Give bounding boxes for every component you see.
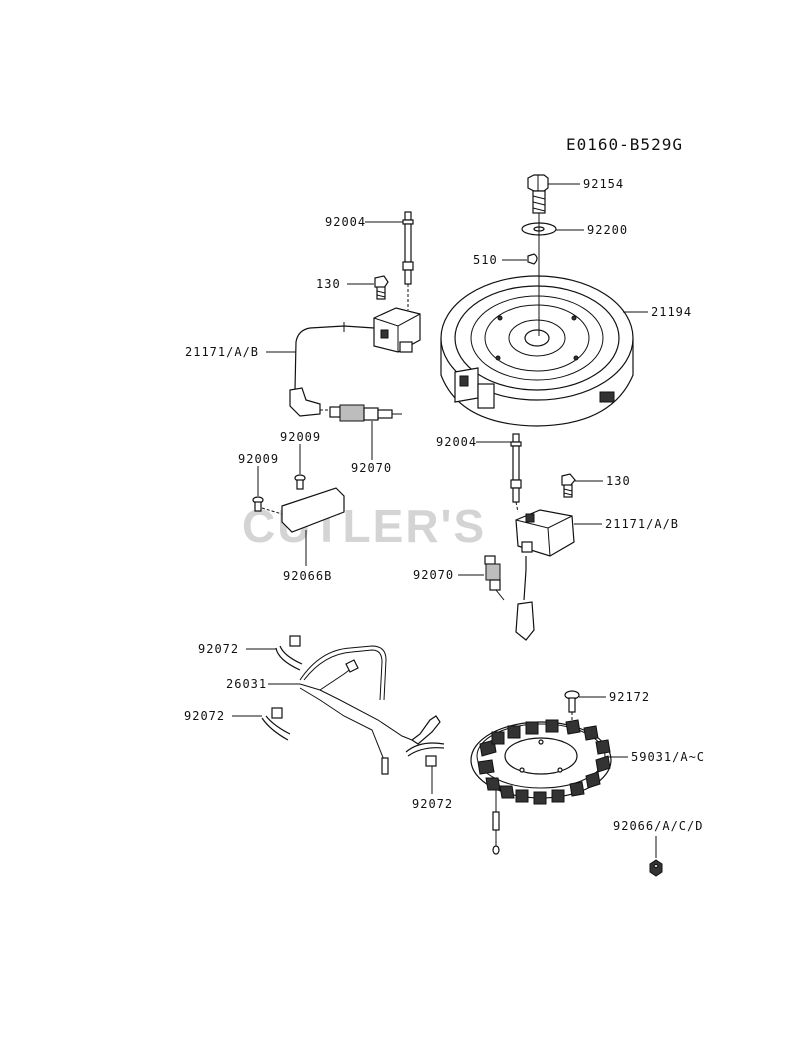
nut-92066[interactable] bbox=[649, 859, 663, 877]
flywheel-bolt[interactable] bbox=[527, 174, 549, 214]
wire-harness[interactable] bbox=[299, 645, 441, 775]
label-26031: 26031 bbox=[226, 677, 267, 691]
label-130-upper: 130 bbox=[316, 277, 341, 291]
screw-92009-b[interactable] bbox=[252, 496, 264, 512]
label-92070-left: 92070 bbox=[351, 461, 392, 475]
label-92004-lower: 92004 bbox=[436, 435, 477, 449]
label-21171-right: 21171/A/B bbox=[605, 517, 679, 531]
label-510: 510 bbox=[473, 253, 498, 267]
label-92009-a: 92009 bbox=[280, 430, 321, 444]
cover-plate-92066B[interactable] bbox=[261, 487, 345, 533]
label-92072-a: 92072 bbox=[198, 642, 239, 656]
clamp-92072-b[interactable] bbox=[261, 707, 291, 741]
label-21171-left: 21171/A/B bbox=[185, 345, 259, 359]
label-92070-right: 92070 bbox=[413, 568, 454, 582]
woodruff-key[interactable] bbox=[527, 253, 538, 265]
ignition-coil-lower[interactable] bbox=[515, 509, 575, 557]
label-92200: 92200 bbox=[587, 223, 628, 237]
ignition-coil-upper[interactable] bbox=[373, 307, 421, 353]
label-92172: 92172 bbox=[609, 690, 650, 704]
clamp-92072-a[interactable] bbox=[275, 635, 303, 671]
label-92066-acd: 92066/A/C/D bbox=[613, 819, 703, 833]
label-130-lower: 130 bbox=[606, 474, 631, 488]
label-59031: 59031/A~C bbox=[631, 750, 705, 764]
bolt-92172[interactable] bbox=[564, 690, 580, 713]
label-92066B: 92066B bbox=[283, 569, 332, 583]
stator[interactable] bbox=[470, 719, 612, 805]
diagram-code: E0160-B529G bbox=[566, 135, 683, 154]
spark-plug-cap-upper[interactable] bbox=[289, 387, 321, 417]
spark-plug-cap-lower[interactable] bbox=[515, 601, 535, 641]
ignition-bolt-lower[interactable] bbox=[561, 473, 576, 498]
clamp-92072-c[interactable] bbox=[405, 742, 445, 767]
screw-92009-a[interactable] bbox=[294, 474, 306, 490]
ignition-stud-upper[interactable] bbox=[402, 211, 414, 285]
flywheel[interactable] bbox=[440, 275, 634, 427]
label-92004-upper: 92004 bbox=[325, 215, 366, 229]
label-92154: 92154 bbox=[583, 177, 624, 191]
label-92072-b: 92072 bbox=[184, 709, 225, 723]
spark-plug-left[interactable] bbox=[329, 404, 402, 422]
label-21194: 21194 bbox=[651, 305, 692, 319]
ignition-stud-lower[interactable] bbox=[510, 433, 522, 503]
stator-lead[interactable] bbox=[492, 790, 500, 855]
ignition-bolt-upper[interactable] bbox=[374, 275, 389, 300]
spark-plug-right[interactable] bbox=[484, 555, 505, 601]
label-92009-b: 92009 bbox=[238, 452, 279, 466]
label-92072-c: 92072 bbox=[412, 797, 453, 811]
watermark: CUTLER'S bbox=[242, 500, 486, 552]
